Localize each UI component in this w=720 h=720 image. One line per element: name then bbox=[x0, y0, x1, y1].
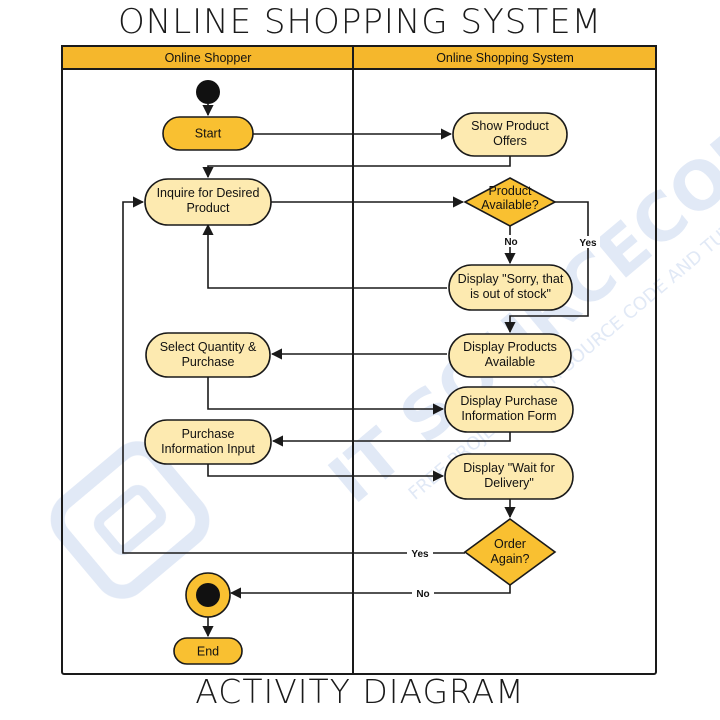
action-select-quantity-purchase: Select Quantity & Purchase bbox=[145, 332, 271, 378]
select-qty-line-2: Purchase bbox=[182, 355, 235, 369]
product-available-line-1: Product bbox=[488, 184, 532, 198]
edge-labels: No Yes Yes No bbox=[407, 235, 600, 600]
action-display-products-available: Display Products Available bbox=[448, 333, 572, 378]
action-display-purchase-information-form: Display Purchase Information Form bbox=[444, 386, 574, 433]
start-node: Start bbox=[162, 116, 254, 151]
edge-select-qty-to-display-form bbox=[207, 377, 445, 415]
label-yes-order-again: Yes bbox=[411, 549, 429, 560]
label-no-out-of-stock: No bbox=[504, 237, 517, 248]
sorry-line-2: is out of stock" bbox=[470, 287, 551, 301]
lane-header-online-shopping-system: Online Shopping System bbox=[436, 51, 574, 65]
select-qty-line-1: Select Quantity & bbox=[160, 340, 257, 354]
lane-header-online-shopper: Online Shopper bbox=[165, 51, 252, 65]
edge-display-form-to-purchase-input bbox=[271, 432, 511, 447]
product-available-line-2: Available? bbox=[481, 198, 539, 212]
edge-order-again-yes bbox=[122, 196, 465, 554]
wait-line-1: Display "Wait for bbox=[463, 461, 555, 475]
action-purchase-information-input: Purchase Information Input bbox=[144, 419, 272, 465]
display-form-line-2: Information Form bbox=[461, 409, 556, 423]
show-offers-line-1: Show Product bbox=[471, 119, 549, 133]
inquire-line-1: Inquire for Desired bbox=[157, 186, 260, 200]
decision-order-again: Order Again? bbox=[463, 518, 557, 586]
inquire-line-2: Product bbox=[186, 201, 230, 215]
edge-purchase-input-to-wait bbox=[207, 464, 445, 482]
diagram-subtitle: ACTIVITY DIAGRAM bbox=[195, 672, 525, 711]
edge-sorry-to-inquire bbox=[202, 223, 447, 289]
watermark: IT SOURCECODE FREE PROJECTS WITH SOURCE … bbox=[50, 74, 720, 599]
order-again-line-2: Again? bbox=[491, 552, 530, 566]
purchase-input-line-2: Information Input bbox=[161, 442, 255, 456]
action-inquire-for-desired-product: Inquire for Desired Product bbox=[144, 178, 272, 226]
purchase-input-line-1: Purchase bbox=[182, 427, 235, 441]
edges bbox=[122, 104, 589, 638]
initial-node bbox=[196, 80, 220, 104]
edge-product-available-yes bbox=[504, 201, 589, 334]
decision-product-available: Product Available? bbox=[463, 177, 557, 227]
end-label: End bbox=[197, 645, 219, 659]
sorry-line-1: Display "Sorry, that bbox=[458, 272, 564, 286]
wait-line-2: Delivery" bbox=[484, 476, 534, 490]
label-no-order-again: No bbox=[416, 589, 429, 600]
show-offers-line-2: Offers bbox=[493, 134, 527, 148]
display-products-line-1: Display Products bbox=[463, 340, 557, 354]
action-display-wait-for-delivery: Display "Wait for Delivery" bbox=[444, 453, 574, 500]
label-yes-available: Yes bbox=[579, 238, 597, 249]
end-node: End bbox=[173, 637, 243, 665]
display-form-line-1: Display Purchase bbox=[460, 394, 557, 408]
action-display-sorry: Display "Sorry, that is out of stock" bbox=[448, 264, 573, 311]
edge-show-offers-to-inquire bbox=[202, 156, 511, 179]
swimlane-frame: Online Shopper Online Shopping System bbox=[61, 45, 657, 675]
diagram-title: ONLINE SHOPPING SYSTEM bbox=[118, 2, 602, 42]
final-node bbox=[185, 572, 231, 618]
display-products-line-2: Available bbox=[485, 355, 536, 369]
start-label: Start bbox=[195, 127, 222, 141]
order-again-line-1: Order bbox=[494, 537, 526, 551]
edge-order-again-no bbox=[229, 584, 511, 599]
action-show-product-offers: Show Product Offers bbox=[452, 112, 568, 157]
